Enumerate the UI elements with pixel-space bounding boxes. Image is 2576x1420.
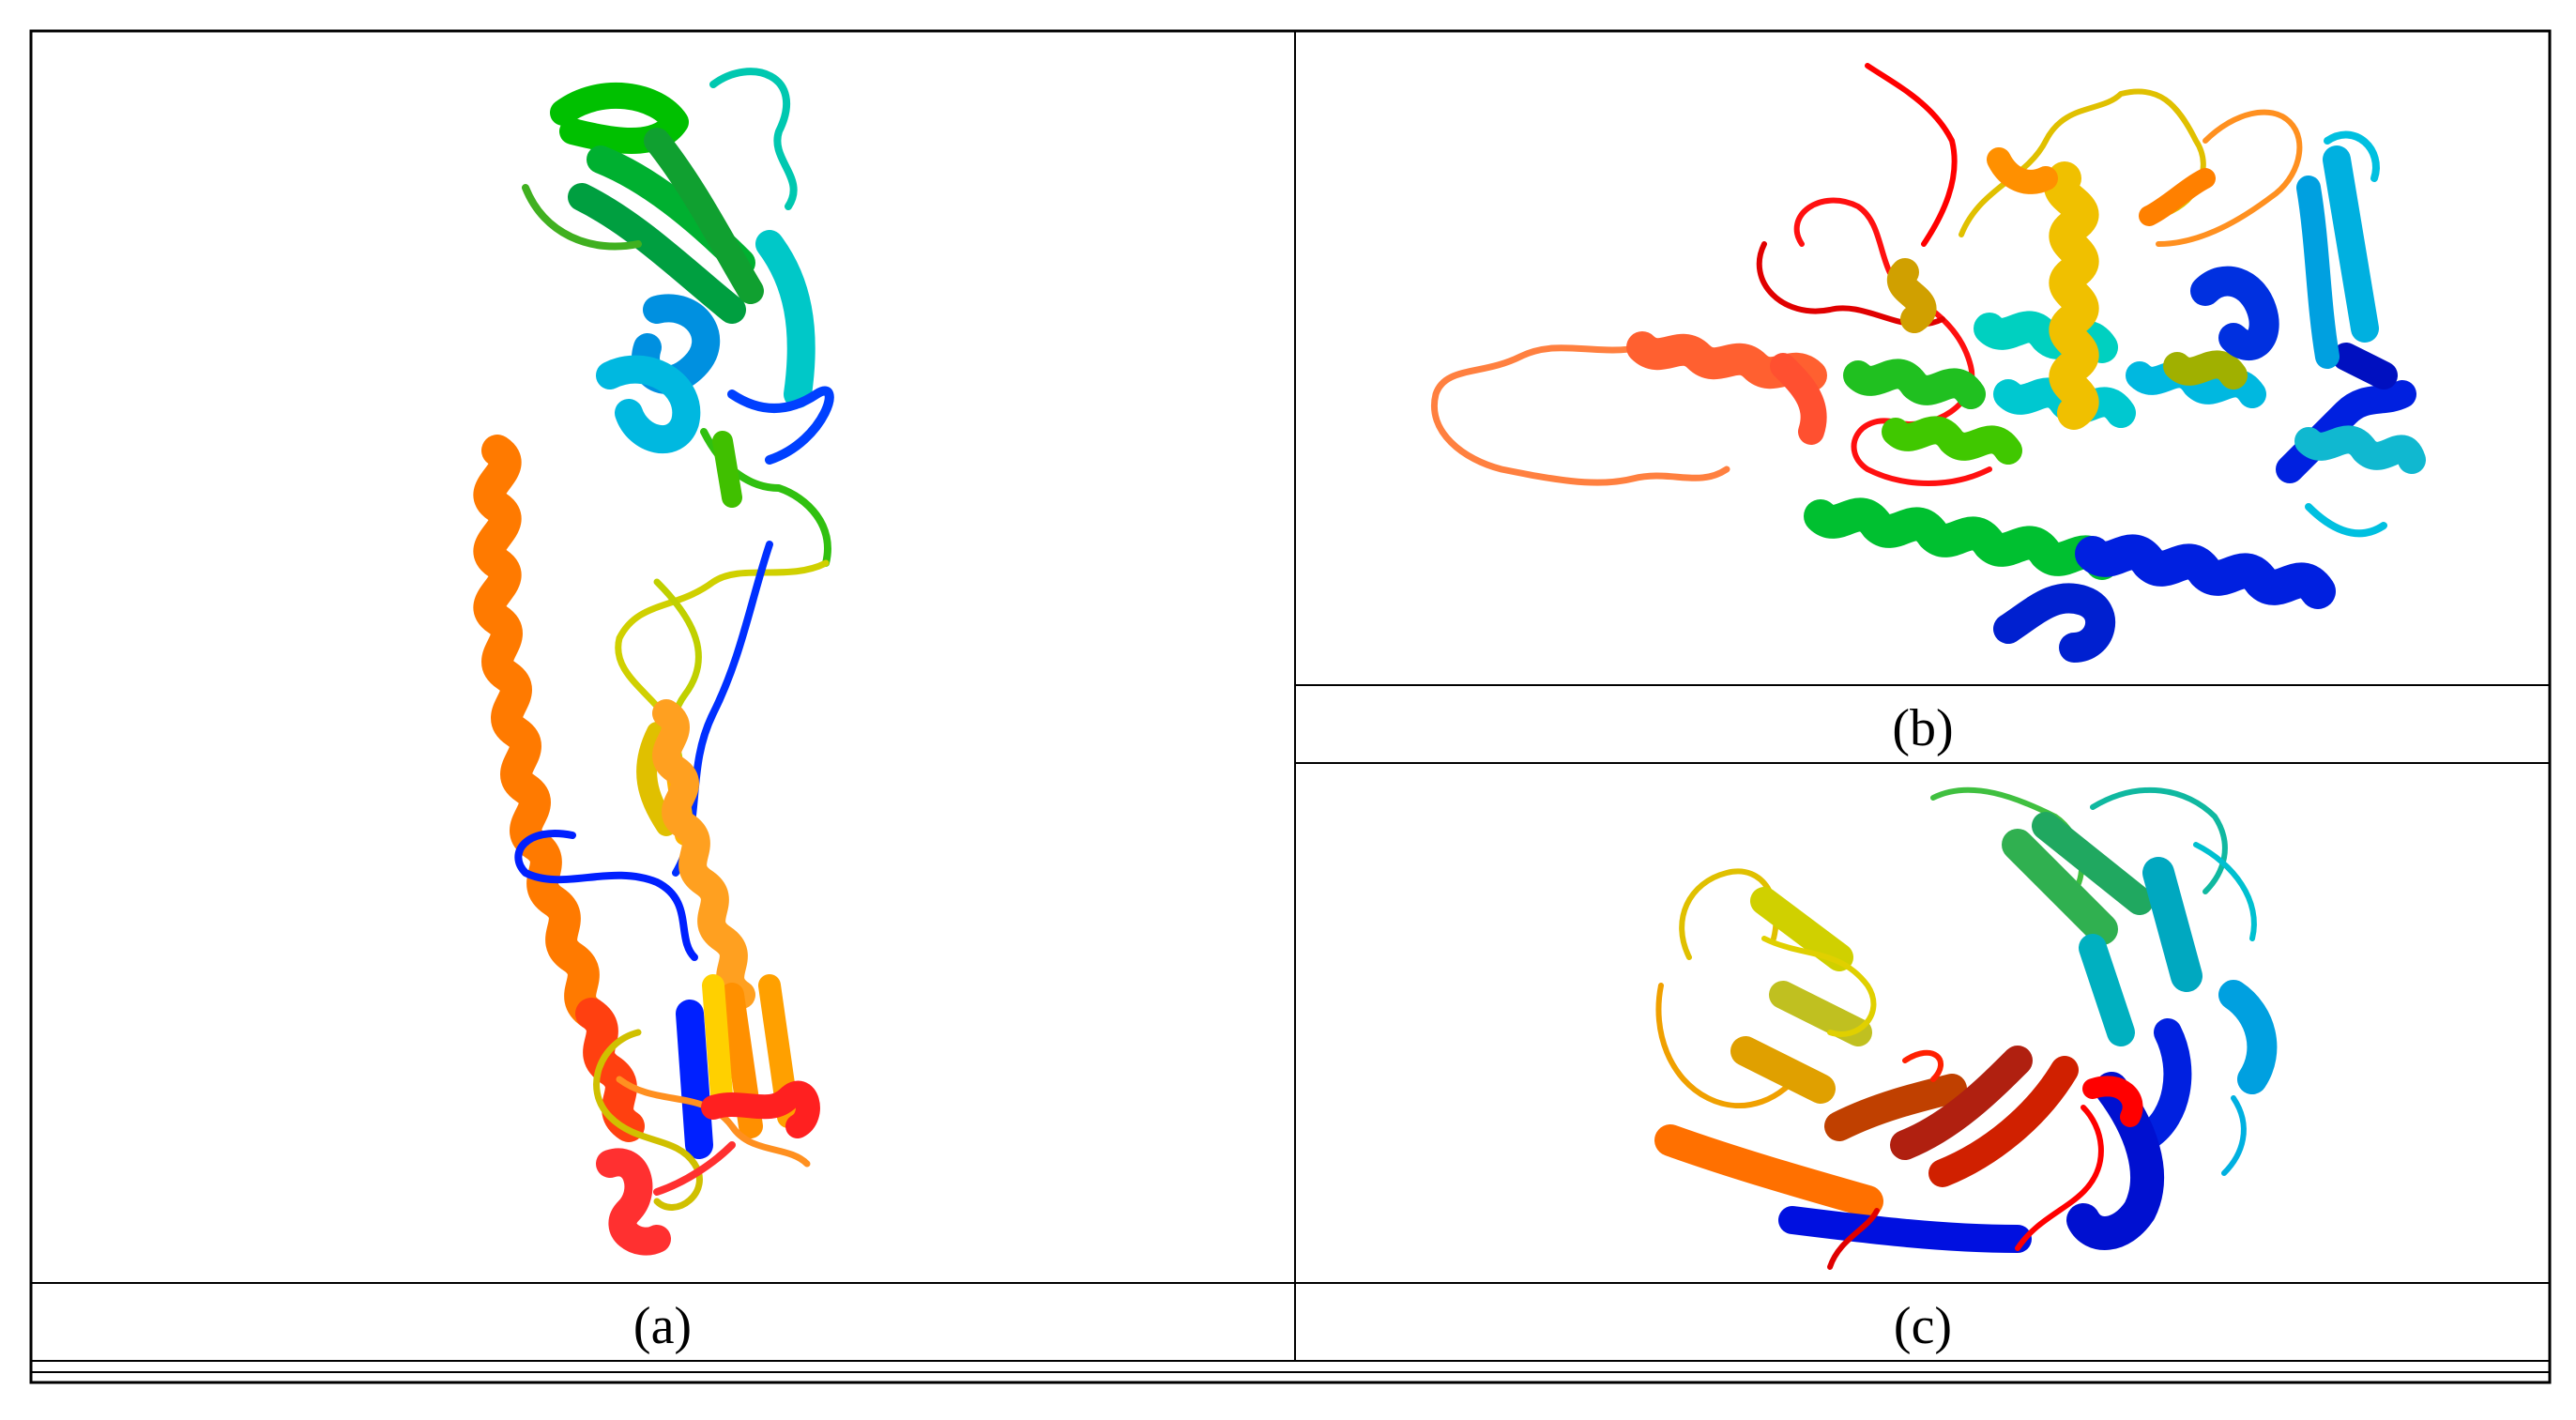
panel-b-caption: (b) xyxy=(1892,699,1953,757)
protein-structure-a-image xyxy=(473,68,834,1256)
protein-structure-b-image xyxy=(1431,63,2426,663)
protein-structure-c-image xyxy=(1654,786,2278,1270)
table-outer-border xyxy=(29,29,2552,1384)
panel-a-caption: (a) xyxy=(633,1297,692,1355)
panel-c-caption: (c) xyxy=(1894,1297,1952,1355)
table-grid xyxy=(29,29,2552,1384)
